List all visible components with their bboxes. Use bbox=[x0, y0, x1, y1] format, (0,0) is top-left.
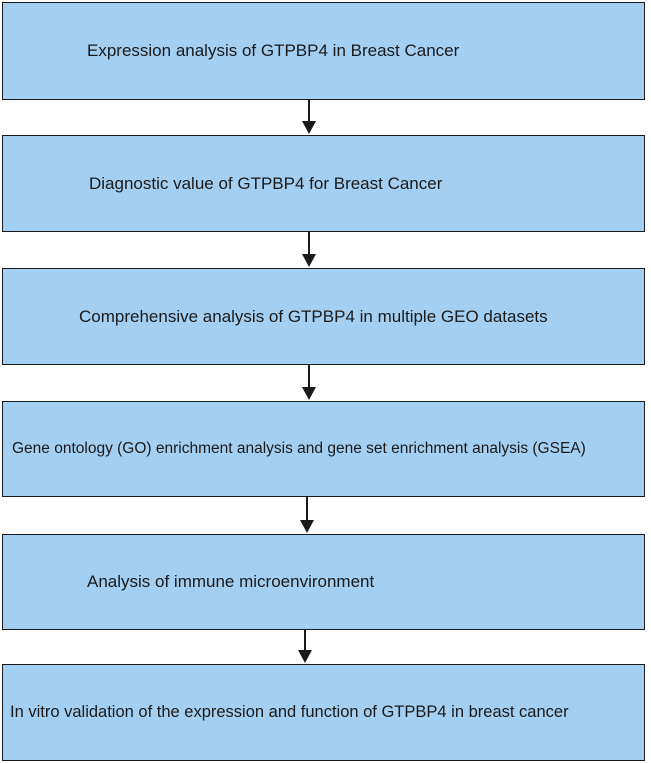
flow-arrow-4 bbox=[300, 497, 314, 533]
flow-step-label: Analysis of immune microenvironment bbox=[87, 572, 375, 591]
flow-step-label: In vitro validation of the expression an… bbox=[10, 703, 569, 721]
flow-step-immune-microenvironment: Analysis of immune microenvironment bbox=[2, 534, 645, 630]
flow-step-diagnostic-value: Diagnostic value of GTPBP4 for Breast Ca… bbox=[2, 135, 645, 232]
flow-step-expression-analysis: Expression analysis of GTPBP4 in Breast … bbox=[2, 2, 645, 100]
flow-step-geo-datasets: Comprehensive analysis of GTPBP4 in mult… bbox=[2, 268, 645, 365]
flow-step-label: Diagnostic value of GTPBP4 for Breast Ca… bbox=[89, 173, 443, 193]
flow-arrow-1 bbox=[302, 100, 316, 134]
flow-step-go-gsea: Gene ontology (GO) enrichment analysis a… bbox=[2, 401, 645, 497]
flow-arrow-3 bbox=[302, 365, 316, 400]
flow-arrow-5 bbox=[298, 630, 312, 663]
flow-step-label: Expression analysis of GTPBP4 in Breast … bbox=[87, 41, 460, 60]
flow-step-in-vitro-validation: In vitro validation of the expression an… bbox=[2, 664, 645, 761]
flow-step-label: Gene ontology (GO) enrichment analysis a… bbox=[12, 440, 586, 457]
flow-step-label: Comprehensive analysis of GTPBP4 in mult… bbox=[79, 306, 548, 326]
flow-arrow-2 bbox=[302, 232, 316, 267]
